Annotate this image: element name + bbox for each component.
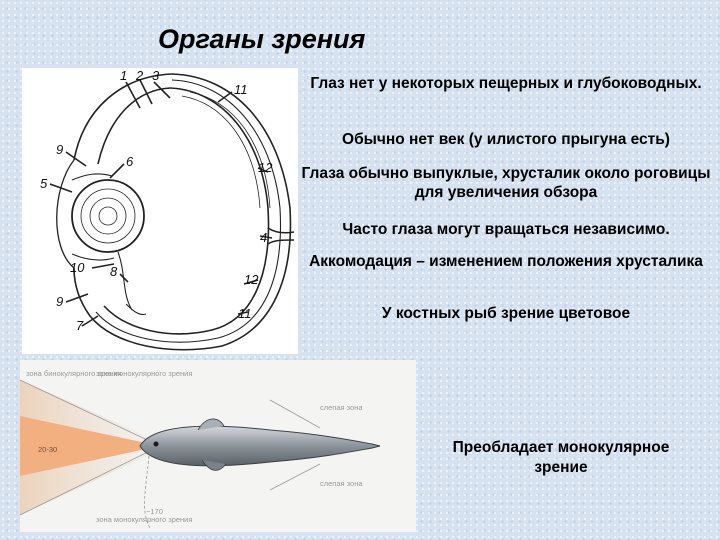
monocular-zone-label-top: зона монокулярного зрения <box>96 369 192 378</box>
eye-label-11-bottom: 11 <box>238 306 252 321</box>
eye-label-8: 8 <box>110 264 118 279</box>
monocular-vision-note: Преобладает монокулярное зрение <box>452 439 670 476</box>
eye-label-7: 7 <box>76 318 84 333</box>
fish-body <box>139 425 381 467</box>
monocular-zone-label-bottom: зона монокулярного зрения <box>96 515 192 524</box>
fact-independent-rotation: Часто глаза могут вращаться независимо. <box>342 221 670 238</box>
eye-label-12-top: 12 <box>258 160 273 175</box>
fact-convex-eyes: Глаза обычно выпуклые, хрусталик около р… <box>301 165 711 201</box>
binocular-zone-label: зона бинокулярного зрения <box>26 369 122 378</box>
eye-label-10: 10 <box>70 260 85 275</box>
slide-title: Органы зрения <box>158 24 366 54</box>
eye-label-5: 5 <box>40 176 48 191</box>
eye-label-3: 3 <box>152 68 160 83</box>
blind-zone-label-top: слепая зона <box>320 403 363 412</box>
fish-eye-drawing: 1 2 3 11 9 6 5 12 4 10 8 9 7 12 11 <box>40 68 295 351</box>
eye-label-11-top: 11 <box>234 82 248 97</box>
binocular-angle-label: 20-30 <box>38 445 57 454</box>
fish-eye-diagram: 1 2 3 11 9 6 5 12 4 10 8 9 7 12 11 <box>22 68 298 354</box>
eye-label-9-bottom: 9 <box>56 294 63 309</box>
eye-label-1: 1 <box>120 68 127 83</box>
fact-no-eyes: Глаз нет у некоторых пещерных и глубоков… <box>310 75 702 92</box>
fact-eyelids: Обычно нет век (у илистого прыгуна есть) <box>342 131 670 148</box>
eye-label-12-bottom: 12 <box>244 272 259 287</box>
fish-dorsal-fin <box>197 418 225 431</box>
fish-pectoral-fin <box>201 459 227 471</box>
eye-label-4: 4 <box>260 230 267 245</box>
fish-eye <box>153 441 159 447</box>
binocular-zone-shading <box>20 416 160 476</box>
fact-color-vision: У костных рыб зрение цветовое <box>381 305 631 322</box>
eye-label-2: 2 <box>135 68 144 83</box>
fact-accommodation: Аккомодация – изменением положения хруст… <box>309 253 703 270</box>
eye-label-6: 6 <box>126 154 134 169</box>
total-angle-label: ~170 <box>146 507 163 516</box>
blind-zone-label-bottom: слепая зона <box>320 479 363 488</box>
eye-label-9-top: 9 <box>56 142 63 157</box>
fish-vision-field-diagram: зона бинокулярного зрения зона монокуляр… <box>20 360 416 532</box>
fish-vision-drawing: зона бинокулярного зрения зона монокуляр… <box>20 369 381 529</box>
